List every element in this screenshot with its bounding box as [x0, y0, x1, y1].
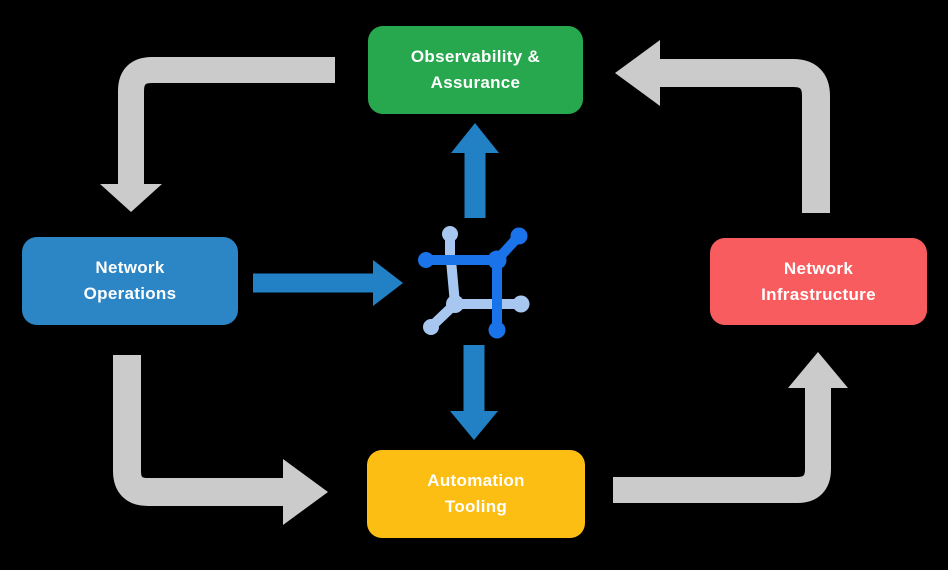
arrow-observability-to-operations — [100, 57, 335, 212]
node-network-infrastructure: Network Infrastructure — [710, 238, 927, 325]
arrowhead-right-icon — [283, 459, 328, 525]
arrowhead-up-icon — [451, 123, 499, 153]
arrow-operations-to-automation — [113, 355, 328, 525]
network-mesh-icon-dark-nodes — [418, 227, 528, 339]
arrow-stem — [613, 386, 831, 503]
arrow-infrastructure-to-observability — [615, 40, 830, 213]
node-network-operations: Network Operations — [22, 237, 238, 325]
arrowhead-right-icon — [373, 260, 403, 306]
arrow-automation-to-infrastructure — [613, 352, 848, 503]
node-network-operations-label: Network Operations — [83, 258, 177, 303]
arrow-operations-to-center — [253, 260, 403, 306]
arrow-stem — [657, 59, 830, 213]
arrowhead-up-icon — [788, 352, 848, 388]
arrowhead-down-icon — [450, 411, 498, 440]
arrow-center-to-observability — [451, 123, 499, 218]
node-automation-tooling-label: Automation Tooling — [427, 471, 525, 516]
network-mesh-icon — [418, 226, 530, 339]
network-mesh-icon-light-nodes — [423, 226, 530, 335]
arrowhead-down-icon — [100, 184, 162, 212]
arrow-center-to-automation — [450, 345, 498, 440]
node-observability-assurance: Observability & Assurance — [368, 26, 583, 114]
arrow-stem — [113, 355, 286, 506]
node-observability-assurance-label: Observability & Assurance — [410, 47, 541, 92]
arrow-stem — [118, 57, 335, 186]
node-automation-tooling: Automation Tooling — [367, 450, 585, 538]
arrowhead-left-icon — [615, 40, 660, 106]
node-network-infrastructure-label: Network Infrastructure — [761, 258, 876, 304]
